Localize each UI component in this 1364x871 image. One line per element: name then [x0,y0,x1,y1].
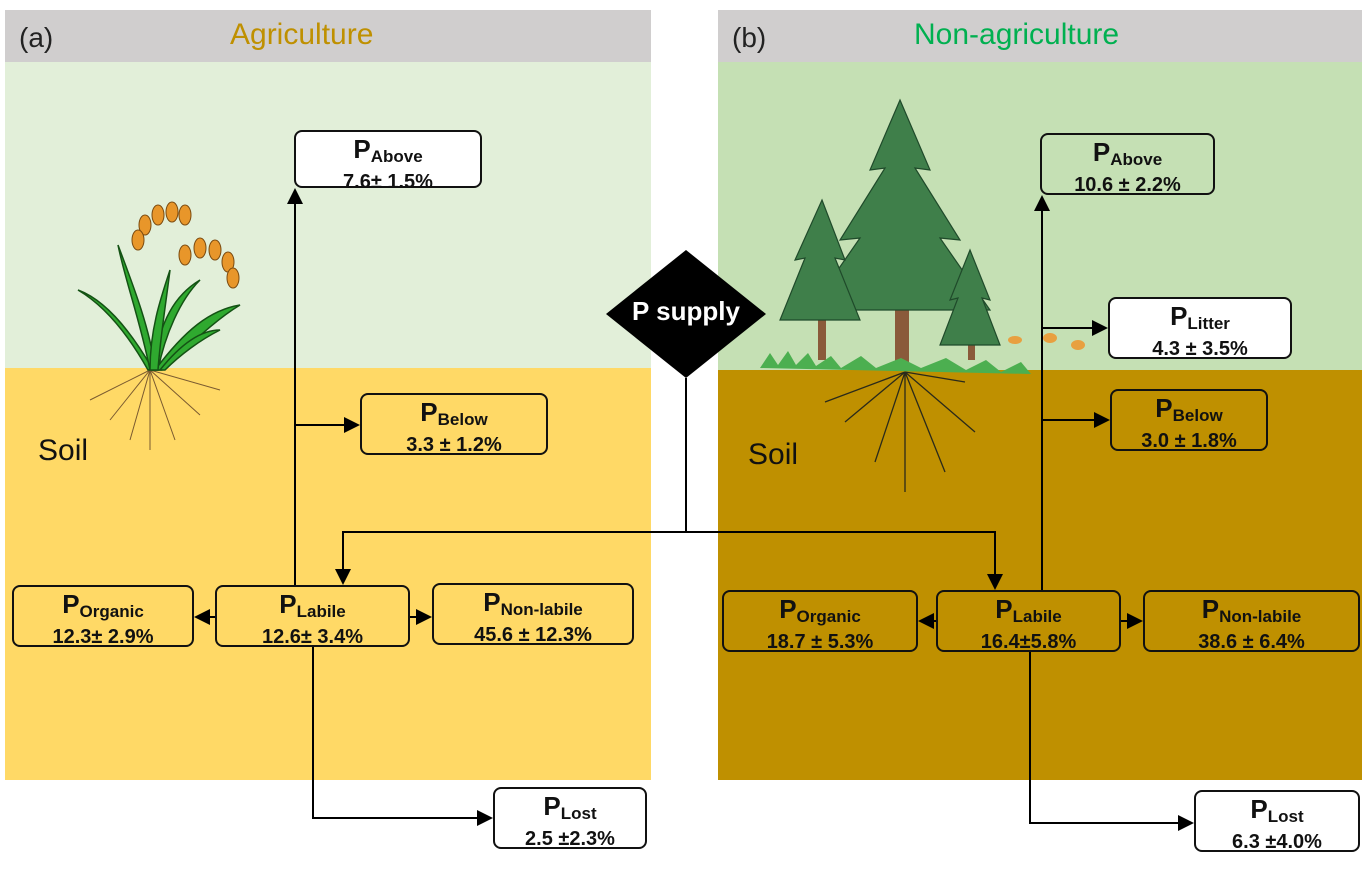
tree-icon [760,98,1085,492]
panel-b-title: Non-agriculture [914,18,1120,51]
panel-a-soil-label: Soil [38,434,89,467]
rice-plant-icon [77,201,241,450]
panel-b-header: (b) Non-agriculture [718,10,1362,62]
p-supply-diamond [606,250,766,378]
panel-b-label: (b) [732,22,767,53]
p-supply-label: P supply [632,296,740,326]
panel-a-header: (a) Agriculture [5,10,651,62]
panel-a-label: (a) [19,22,54,53]
panel-b-soil-label: Soil [748,438,799,471]
panel-a-title: Agriculture [230,18,374,51]
